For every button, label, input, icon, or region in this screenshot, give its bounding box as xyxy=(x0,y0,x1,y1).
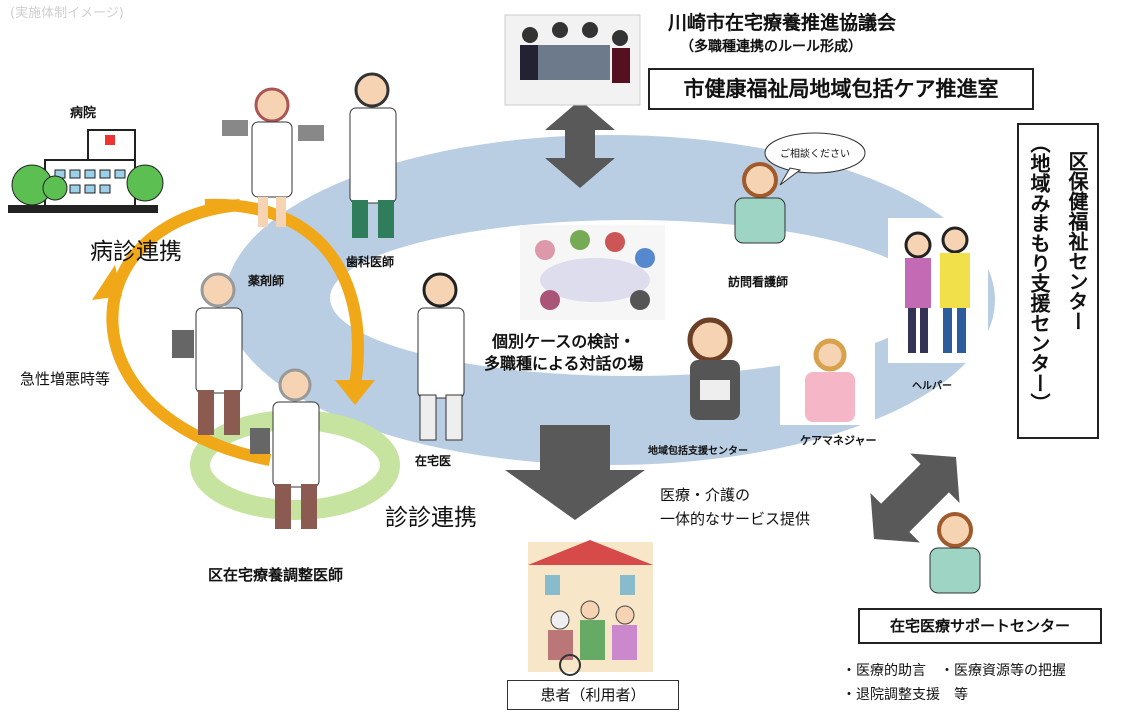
coordinating-doctor-label: 区在宅療養調整医師 xyxy=(208,566,344,584)
pharmacist-figure xyxy=(222,87,324,227)
speech-bubble-text: ご相談ください xyxy=(780,149,850,160)
care-manager-figure xyxy=(780,335,875,425)
council-title: 川崎市在宅療養推進協議会 xyxy=(668,12,897,34)
orange-arrow-head-left xyxy=(92,265,122,300)
hospital-building xyxy=(8,129,164,213)
support-items-line1: ・医療的助言 ・医療資源等の把握 xyxy=(842,663,1066,679)
hospital-label: 病院 xyxy=(70,106,97,121)
hospital-link-arrow-2 xyxy=(204,198,364,386)
support-nurse-figure xyxy=(929,512,981,594)
helper-figures xyxy=(888,218,988,363)
home-doctor-figure xyxy=(417,272,465,441)
dentist-figure xyxy=(349,72,397,238)
service-line2: 一体的なサービス提供 xyxy=(660,510,811,528)
service-line1: 医療・介護の xyxy=(660,486,751,504)
support-double-arrow xyxy=(870,453,960,543)
acute-label: 急性増悪時等 xyxy=(20,370,111,388)
council-meeting-image xyxy=(504,14,641,106)
office-box: 市健康福祉局地域包括ケア推進室 xyxy=(648,68,1034,110)
faint-header: (実施体制イメージ) xyxy=(10,6,124,21)
pharmacist-label: 薬剤師 xyxy=(248,274,285,288)
case-meeting-line1: 個別ケースの検討・ xyxy=(492,332,636,351)
dentist-label: 歯科医師 xyxy=(346,255,395,269)
patient-box: 患者（利用者） xyxy=(507,680,679,710)
council-double-arrow xyxy=(545,100,615,188)
community-center-label: 地域包括支援センター xyxy=(648,446,748,457)
community-staff-figure xyxy=(687,317,740,420)
ward-center-label: 区保健福祉センター xyxy=(1065,151,1089,331)
clinic-clinic-link-label: 診診連携 xyxy=(385,505,477,531)
hospital-link-arrow xyxy=(106,199,272,466)
helper-label: ヘルパー xyxy=(912,381,952,392)
care-manager-label: ケアマネジャー xyxy=(800,434,877,447)
visiting-nurse-figure xyxy=(734,162,786,244)
patient-house-image xyxy=(528,540,653,676)
support-items-line2: ・退院調整支援 等 xyxy=(842,687,968,703)
ward-center-box: 区保健福祉センター （地域みまもり支援センター） xyxy=(1017,123,1099,439)
case-meeting-image xyxy=(520,225,665,320)
council-subtitle: （多職種連携のルール形成） xyxy=(680,39,862,55)
visiting-nurse-label: 訪問看護師 xyxy=(728,275,789,289)
doctor-figure-left xyxy=(172,272,243,435)
ward-center-sub-label: （地域みまもり支援センター） xyxy=(1027,133,1051,413)
service-arrow xyxy=(505,425,645,520)
hospital-clinic-link-label: 病診連携 xyxy=(90,239,182,265)
speech-bubble xyxy=(764,132,866,186)
coordinating-doctor-figure xyxy=(250,368,320,529)
orange-arrow-head xyxy=(335,380,375,405)
home-doctor-label: 在宅医 xyxy=(415,454,452,468)
case-meeting-line2: 多職種による対話の場 xyxy=(484,354,644,373)
support-center-box: 在宅医療サポートセンター xyxy=(858,608,1102,644)
